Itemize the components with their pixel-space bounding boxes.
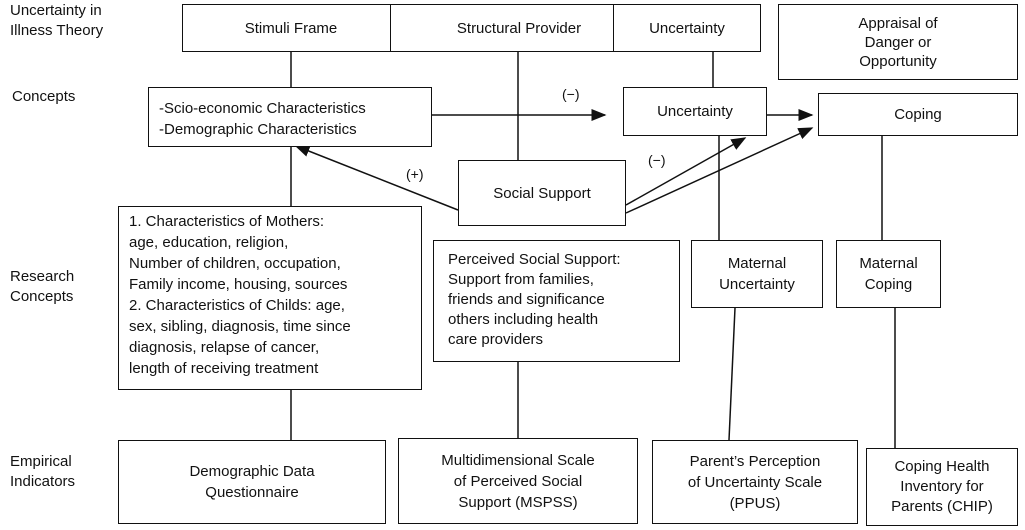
uncertainty-theory-box: Uncertainty	[613, 4, 761, 52]
ppus-box: Parent’s Perception of Uncertainty Scale…	[652, 440, 858, 524]
stimuli-frame-box: Stimuli Frame	[182, 4, 400, 52]
characteristics-box: -Scio-economic Characteristics -Demograp…	[148, 87, 432, 147]
arrow-support-to-characteristics	[294, 145, 459, 211]
uncertainty-concept-box: Uncertainty	[623, 87, 767, 136]
arrow-support-to-uncertainty	[625, 137, 747, 206]
appraisal-box: Appraisal of Danger or Opportunity	[778, 4, 1018, 80]
relation-sign-negative: (−)	[562, 86, 580, 102]
perceived-support-box: Perceived Social Support: Support from f…	[433, 240, 680, 362]
row-label-theory: Uncertainty in Illness Theory	[10, 2, 104, 39]
social-support-box: Social Support	[458, 160, 626, 226]
maternal-uncertainty-box: Maternal Uncertainty	[691, 240, 823, 308]
mothers-characteristics-box: 1. Characteristics of Mothers: age, educ…	[118, 206, 422, 390]
row-label-empirical: Empirical Indicators	[10, 453, 76, 490]
structural-provider-box: Structural Provider	[390, 4, 648, 52]
row-label-research: Research Concepts	[10, 268, 75, 305]
mspss-box: Multidimensional Scale of Perceived Soci…	[398, 438, 638, 524]
relation-sign-positive: (+)	[406, 166, 424, 182]
relation-sign-negative-support: (−)	[648, 152, 666, 168]
coping-concept-box: Coping	[818, 93, 1018, 136]
chip-box: Coping Health Inventory for Parents (CHI…	[866, 448, 1018, 526]
arrow-support-to-coping	[625, 127, 814, 214]
maternal-coping-box: Maternal Coping	[836, 240, 941, 308]
row-label-concepts: Concepts	[12, 88, 76, 105]
line-ppus-column	[728, 307, 736, 441]
demographic-questionnaire-box: Demographic Data Questionnaire	[118, 440, 386, 524]
